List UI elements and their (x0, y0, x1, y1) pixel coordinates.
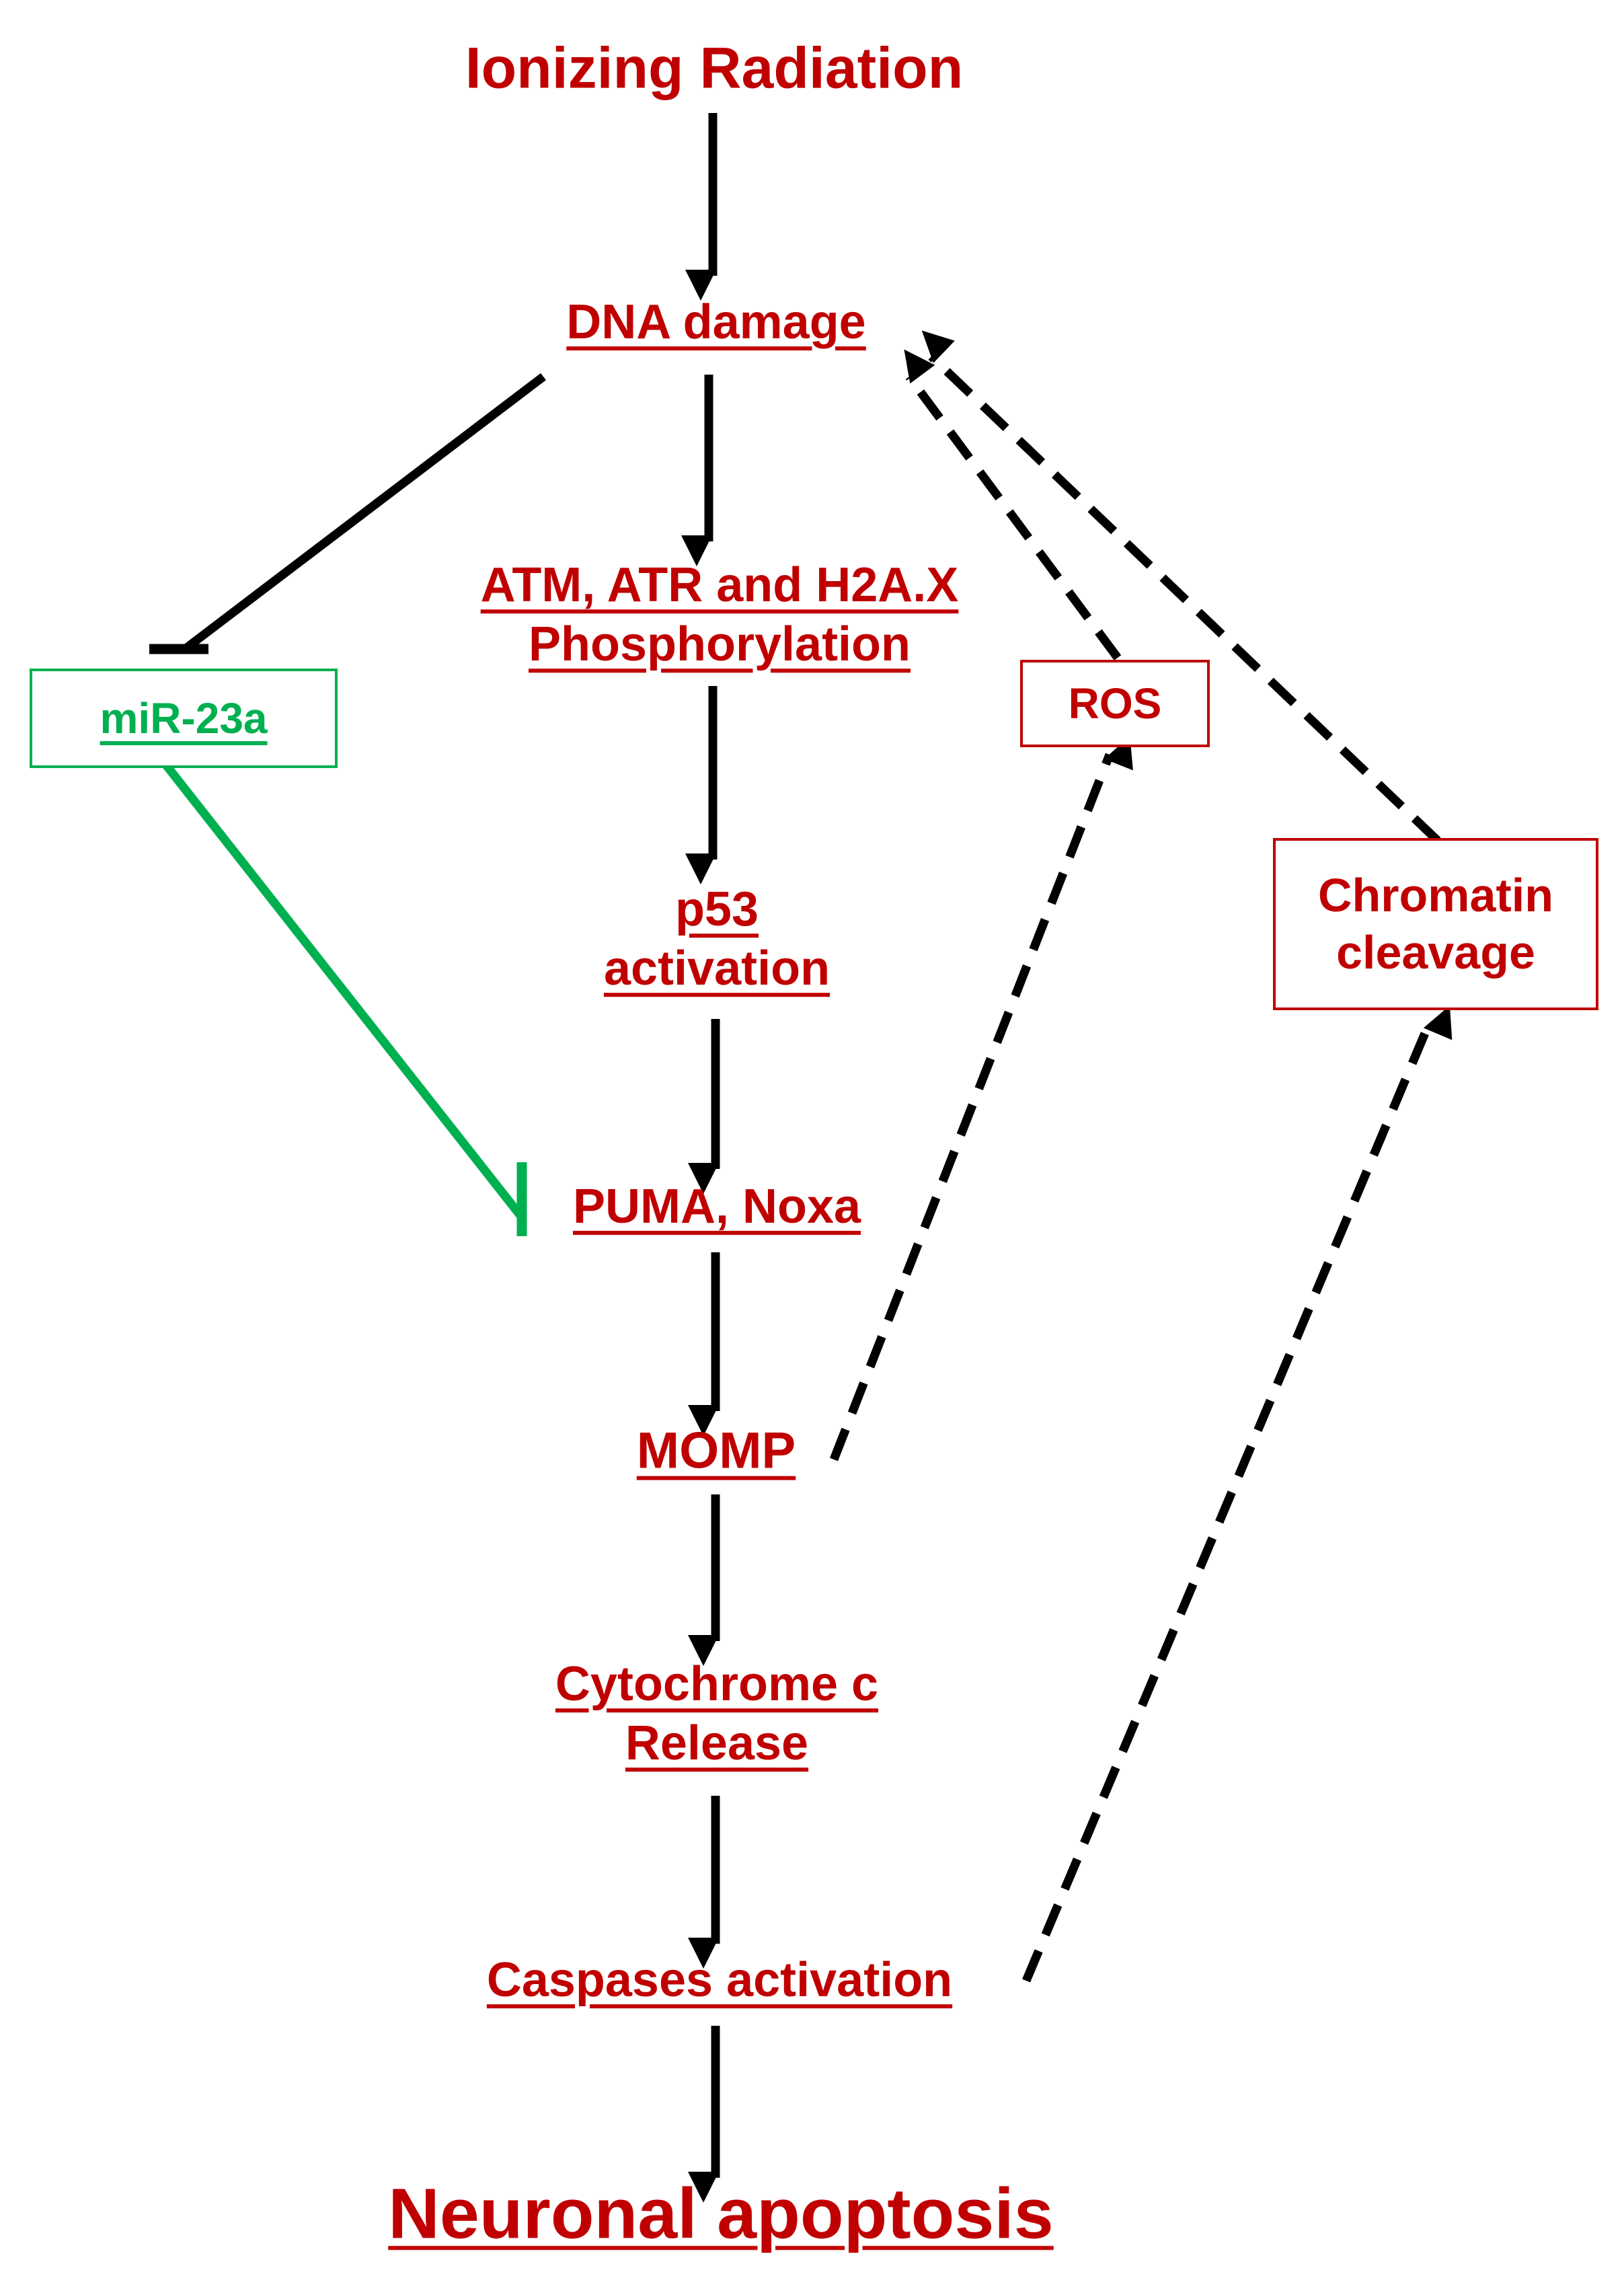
ionizing-radiation-label: Ionizing Radiation (465, 36, 964, 101)
caspases-label: Caspases activation (486, 1953, 953, 2008)
neuronal-apoptosis-label: Neuronal apoptosis (388, 2174, 1054, 2254)
p53-label-line2: activation (603, 942, 830, 995)
chromatin-label-line1: Chromatin (1318, 868, 1553, 921)
p53-label-line1: p53 (674, 882, 759, 937)
atm-label-line2: Phosphorylation (528, 617, 911, 671)
cytochrome-label-line2: Release (625, 1716, 809, 1770)
ros-label: ROS (1068, 679, 1162, 728)
node-dna-damage: DNA damage (566, 293, 865, 352)
node-cytochrome-c-release: Cytochrome c Release (555, 1655, 878, 1774)
dashed-arrow-caspases-to-chromatin (1022, 1005, 1453, 1983)
node-chromatin-cleavage: Chromatin cleavage (1273, 838, 1598, 1010)
node-atm-atr-h2ax: ATM, ATR and H2A.X Phosphorylation (481, 556, 959, 675)
dna-damage-label: DNA damage (566, 295, 866, 350)
node-caspases-activation: Caspases activation (487, 1951, 952, 2010)
inhibit-mir23a-to-puma (161, 760, 526, 1221)
inhibit-dna-damage-to-mir23a (182, 373, 546, 653)
node-ionizing-radiation: Ionizing Radiation (465, 34, 964, 104)
node-neuronal-apoptosis: Neuronal apoptosis (388, 2170, 1053, 2257)
chromatin-label-line2: cleavage (1336, 926, 1535, 979)
node-puma-noxa: PUMA, Noxa (573, 1178, 861, 1237)
node-momp: MOMP (637, 1420, 796, 1483)
node-p53-activation: p53 activation (604, 880, 830, 999)
atm-label-line1: ATM, ATR and H2A.X (480, 558, 959, 613)
dashed-arrow-ros-to-dna-damage (904, 349, 1122, 660)
dashed-arrow-momp-to-ros (829, 736, 1133, 1461)
node-ros: ROS (1020, 660, 1210, 747)
mir23a-label: miR-23a (100, 693, 268, 743)
puma-noxa-label: PUMA, Noxa (572, 1180, 861, 1234)
momp-label: MOMP (636, 1422, 796, 1480)
node-mir23a: miR-23a (30, 669, 338, 768)
dashed-arrow-chromatin-to-dna-damage (921, 330, 1441, 844)
cytochrome-label-line1: Cytochrome c (555, 1657, 879, 1712)
